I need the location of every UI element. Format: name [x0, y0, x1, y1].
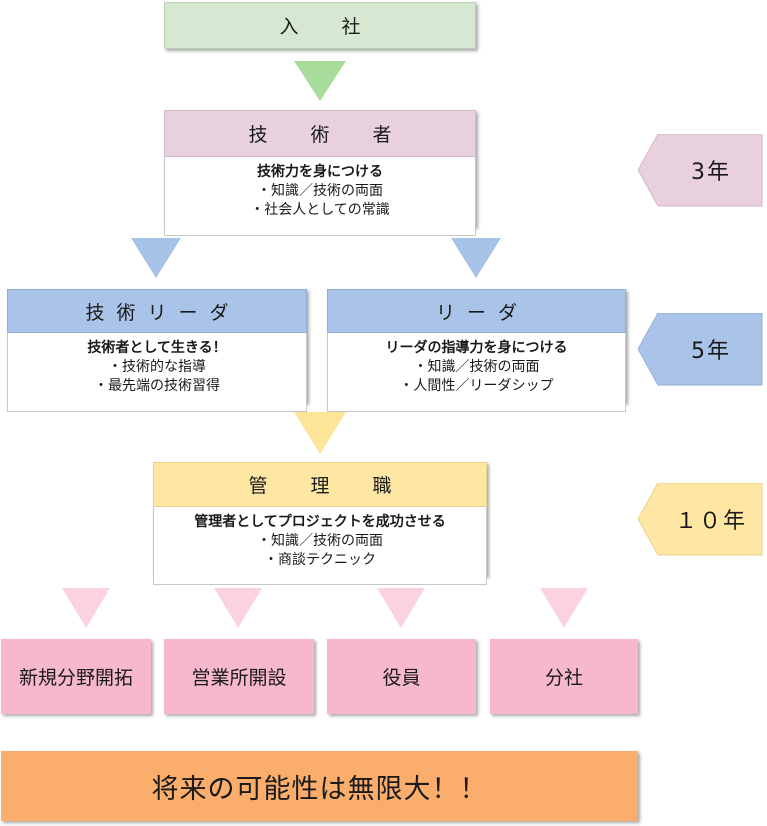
- years-tag-3: [638, 134, 763, 207]
- engineer-title: 技 術 者: [248, 124, 404, 146]
- arrow-down-icon: [377, 588, 425, 628]
- manager-title: 管 理 職: [248, 475, 404, 497]
- engineer-point-1: ・知識／技術の両面: [257, 183, 383, 199]
- arrow-down-icon: [540, 588, 588, 628]
- tech-leader-point-1: ・技術的な指導: [108, 359, 206, 375]
- leader-description: リーダの指導力を身につける ・知識／技術の両面 ・人間性／リーダシップ: [327, 333, 626, 412]
- goal-text: 将来の可能性は無限大！！: [151, 773, 488, 805]
- arrow-down-icon: [214, 588, 262, 628]
- arrow-down-icon: [451, 238, 501, 278]
- years-tag-5: [638, 313, 763, 386]
- branch-executive: 役員: [327, 639, 476, 714]
- entry-title: 入 社: [279, 16, 373, 38]
- manager-point-1: ・知識／技術の両面: [257, 533, 383, 549]
- manager-point-2: ・商談テクニック: [264, 552, 376, 568]
- tech-leader-head: 技術者として生きる！: [87, 340, 227, 356]
- years-tag-10: [638, 483, 763, 556]
- goal-banner: 将来の可能性は無限大！！: [1, 751, 638, 821]
- leader-point-2: ・人間性／リーダシップ: [399, 378, 554, 394]
- arrow-down-icon: [294, 61, 346, 101]
- branch-office-opening: 営業所開設: [164, 639, 314, 714]
- leader-title: リーダ: [435, 301, 529, 324]
- branch-label: 役員: [382, 667, 421, 689]
- entry-box: 入 社: [164, 2, 476, 49]
- tech-leader-title: 技術リーダ: [85, 301, 241, 324]
- tech-leader-title-bar: 技術リーダ: [7, 289, 307, 333]
- years-label-10: １０年: [674, 509, 747, 534]
- tech-leader-point-2: ・最先端の技術習得: [94, 378, 220, 394]
- arrow-down-icon: [131, 238, 181, 278]
- engineer-description: 技術力を身につける ・知識／技術の両面 ・社会人としての常識: [164, 157, 476, 236]
- arrow-down-icon: [294, 412, 346, 454]
- branch-label: 営業所開設: [191, 667, 287, 689]
- manager-description: 管理者としてプロジェクトを成功させる ・知識／技術の両面 ・商談テクニック: [153, 507, 487, 585]
- leader-card: リーダ リーダの指導力を身につける ・知識／技術の両面 ・人間性／リーダシップ: [327, 289, 626, 412]
- engineer-head: 技術力を身につける: [257, 164, 383, 180]
- branch-label: 分社: [544, 667, 583, 689]
- engineer-point-2: ・社会人としての常識: [250, 202, 390, 218]
- branch-label: 新規分野開拓: [18, 667, 133, 689]
- manager-title-bar: 管 理 職: [153, 462, 487, 507]
- branch-new-field: 新規分野開拓: [1, 639, 151, 714]
- years-label-3: 3年: [691, 160, 731, 185]
- leader-head: リーダの指導力を身につける: [385, 340, 568, 356]
- years-label-5: 5年: [691, 339, 731, 364]
- manager-card: 管 理 職 管理者としてプロジェクトを成功させる ・知識／技術の両面 ・商談テク…: [153, 462, 487, 585]
- arrow-down-icon: [62, 588, 110, 628]
- tech-leader-card: 技術リーダ 技術者として生きる！ ・技術的な指導 ・最先端の技術習得: [7, 289, 307, 412]
- engineer-title-bar: 技 術 者: [164, 110, 476, 157]
- tech-leader-description: 技術者として生きる！ ・技術的な指導 ・最先端の技術習得: [7, 333, 307, 412]
- manager-head: 管理者としてプロジェクトを成功させる: [194, 514, 446, 530]
- leader-point-1: ・知識／技術の両面: [413, 359, 540, 375]
- branch-spin-off: 分社: [490, 639, 638, 714]
- engineer-card: 技 術 者 技術力を身につける ・知識／技術の両面 ・社会人としての常識: [164, 110, 476, 236]
- leader-title-bar: リーダ: [327, 289, 626, 333]
